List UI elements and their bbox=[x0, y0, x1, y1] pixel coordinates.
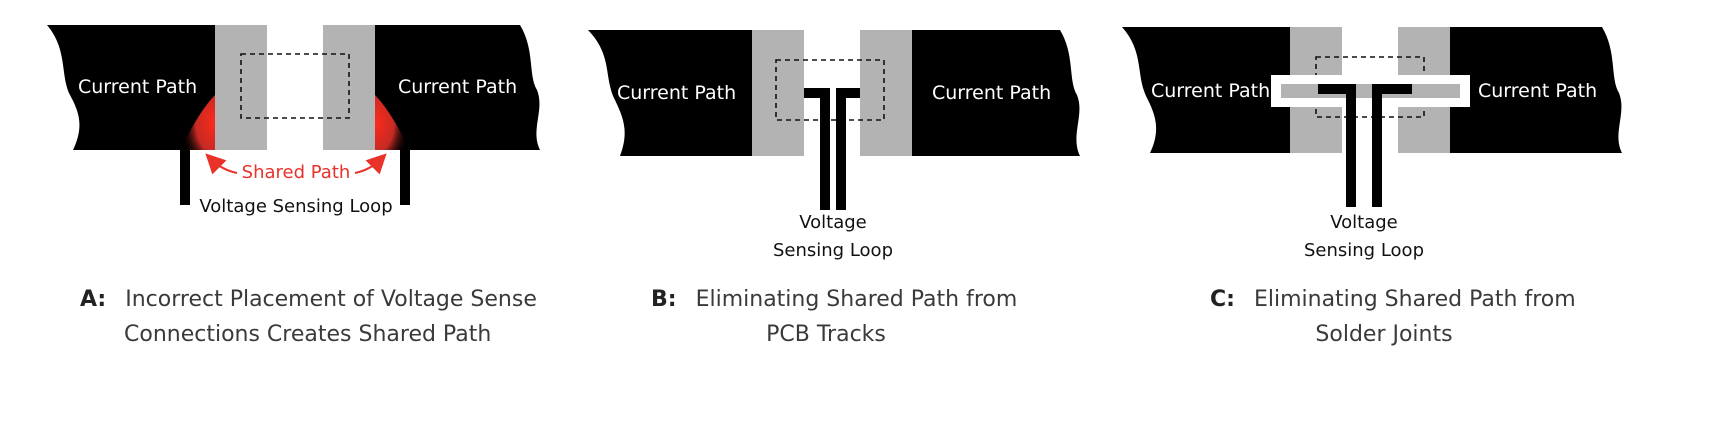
caption-a-line1: A: Incorrect Placement of Voltage Sense bbox=[80, 287, 537, 312]
caption-b-line2: PCB Tracks bbox=[766, 322, 886, 347]
caption-a-line2: Connections Creates Shared Path bbox=[124, 322, 491, 347]
shared-path-highlight-right bbox=[375, 95, 410, 150]
voltage-sensing-loop-label: Voltage Sensing Loop bbox=[199, 196, 392, 217]
sensing-loop-label: Sensing Loop bbox=[1304, 240, 1424, 261]
caption-b-text-line1: Eliminating Shared Path from bbox=[696, 287, 1018, 312]
right-pad bbox=[323, 25, 375, 150]
sensing-loop-label: Sensing Loop bbox=[773, 240, 893, 261]
sense-lead-right bbox=[400, 150, 410, 205]
sense-track-left bbox=[1346, 84, 1356, 207]
right-current-path-label: Current Path bbox=[1478, 80, 1597, 102]
right-pad bbox=[860, 30, 912, 156]
shared-path-highlight-left bbox=[180, 95, 215, 150]
left-pad bbox=[752, 30, 804, 156]
left-current-path-label: Current Path bbox=[1151, 80, 1270, 102]
left-current-path-conductor bbox=[588, 30, 752, 156]
caption-c-line2: Solder Joints bbox=[1315, 322, 1452, 347]
component-outline bbox=[775, 59, 885, 121]
shared-path-label: Shared Path bbox=[242, 162, 351, 183]
caption-c-line1: C: Eliminating Shared Path from bbox=[1210, 287, 1576, 312]
panel-b: Current Path Current Path Voltage Sensin… bbox=[588, 30, 1080, 347]
left-current-path-label: Current Path bbox=[617, 82, 736, 104]
caption-a-text-line1: Incorrect Placement of Voltage Sense bbox=[125, 287, 537, 312]
shared-path-arrow-right bbox=[354, 153, 387, 175]
sense-track-bar-right bbox=[1372, 84, 1412, 94]
caption-b-key: B: bbox=[651, 287, 677, 312]
voltage-label: Voltage bbox=[1330, 212, 1398, 233]
caption-c-key: C: bbox=[1210, 287, 1235, 312]
panel-c: Current Path Current Path Voltage Sensin… bbox=[1122, 27, 1622, 347]
right-current-path-conductor bbox=[1450, 27, 1622, 153]
left-current-path-conductor bbox=[47, 25, 215, 150]
panel-a: Current Path Current Path Shared Path Vo… bbox=[47, 25, 540, 347]
caption-a-key: A: bbox=[80, 287, 106, 312]
sense-track-right bbox=[1372, 84, 1382, 207]
right-current-path-label: Current Path bbox=[932, 82, 1051, 104]
right-current-path-label: Current Path bbox=[398, 76, 517, 98]
shared-path-arrow-left bbox=[205, 153, 238, 175]
voltage-label: Voltage bbox=[799, 212, 867, 233]
left-current-path-label: Current Path bbox=[78, 76, 197, 98]
caption-c-text-line1: Eliminating Shared Path from bbox=[1254, 287, 1576, 312]
sense-track-bar-left bbox=[1318, 84, 1356, 94]
component-outline bbox=[240, 53, 350, 119]
sense-track-right bbox=[836, 88, 846, 210]
sense-track-bar-left bbox=[804, 88, 830, 98]
sense-track-left bbox=[820, 88, 830, 210]
right-current-path-conductor bbox=[912, 30, 1080, 156]
right-current-path-conductor bbox=[375, 25, 540, 150]
left-current-path-conductor bbox=[1122, 27, 1290, 153]
sense-track-bar-right bbox=[836, 88, 860, 98]
caption-b-line1: B: Eliminating Shared Path from bbox=[651, 287, 1017, 312]
solder-joint-core bbox=[1281, 84, 1460, 98]
sense-lead-left bbox=[180, 150, 190, 205]
